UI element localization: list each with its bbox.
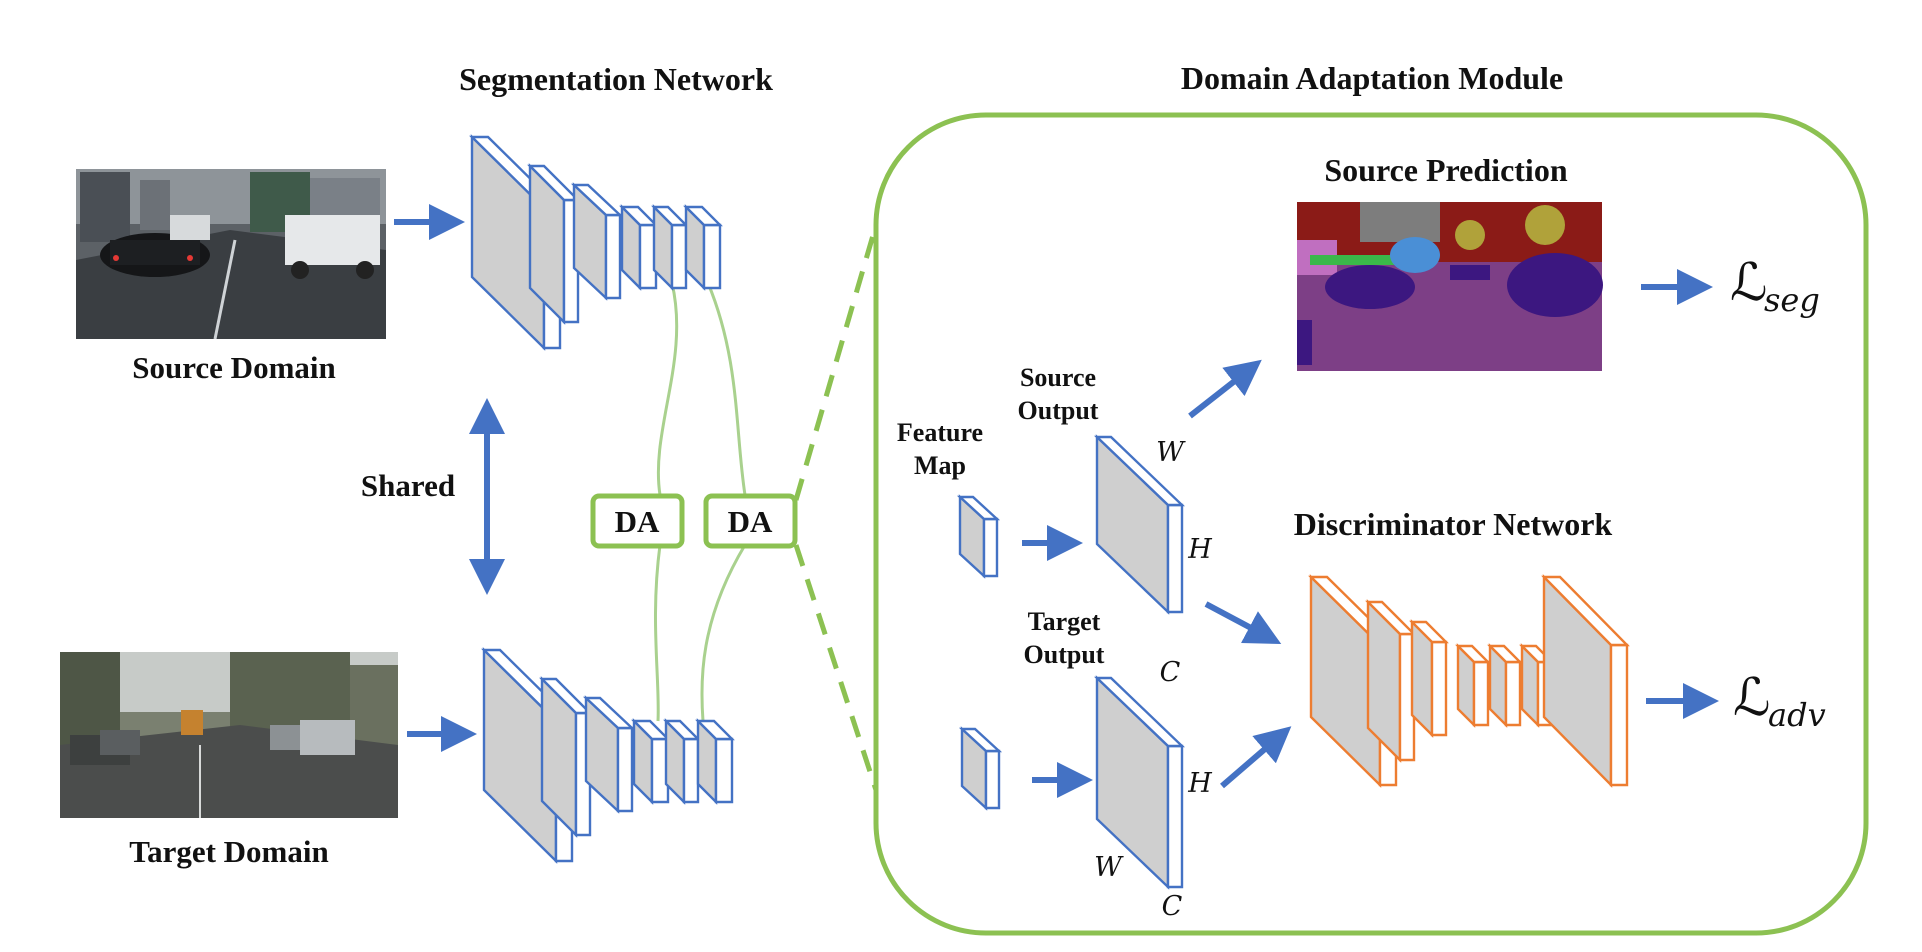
target-domain-label: Target Domain: [129, 834, 329, 869]
target-output-w-dim: W: [1094, 852, 1124, 883]
target-feature-map: [958, 726, 1003, 811]
seg-loss-subscript: seg: [1764, 281, 1820, 319]
target-output-to-discriminator-arrow: [1220, 726, 1292, 789]
target-output-label-line1: Target: [1028, 607, 1101, 636]
target-domain-image: [60, 652, 398, 818]
feature-map-label-line2: Map: [914, 451, 966, 480]
source-prediction-image: [1297, 202, 1603, 371]
seg-loss: ℒ seg: [1730, 253, 1820, 319]
da-label-1: DA: [615, 504, 660, 539]
source-output-tensor: [1094, 434, 1185, 615]
target-output-tensor: [1094, 675, 1185, 890]
da2-link-bottom: [700, 544, 747, 722]
da-label-2: DA: [728, 504, 773, 539]
shared-label: Shared: [361, 468, 455, 503]
source-segmentation-network: [469, 134, 723, 351]
target-segmentation-network: [481, 647, 735, 864]
da2-link-top: [706, 282, 747, 496]
source-output-to-discriminator-arrow: [1204, 601, 1282, 645]
adv-loss: ℒ adv: [1733, 668, 1826, 734]
segmentation-network-title: Segmentation Network: [459, 61, 773, 97]
da-block-1: DA: [590, 493, 685, 549]
seg-loss-symbol: ℒ: [1730, 253, 1767, 313]
source-output-h-dim: H: [1187, 534, 1212, 565]
source-domain-image: [76, 169, 386, 340]
source-output-w-dim: W: [1156, 437, 1186, 468]
target-output-label-line2: Output: [1024, 640, 1105, 669]
source-domain-label: Source Domain: [132, 350, 336, 385]
source-feature-map: [956, 494, 1001, 579]
zoom-line-bottom: [793, 544, 879, 791]
discriminator-network-title: Discriminator Network: [1294, 506, 1613, 542]
source-output-c-dim: C: [1160, 657, 1181, 688]
source-output-label-line1: Source: [1020, 363, 1096, 392]
target-output-c-dim: C: [1162, 891, 1183, 922]
domain-adaptation-frame: [873, 112, 1869, 936]
discriminator-network: [1308, 574, 1630, 788]
adv-loss-symbol: ℒ: [1733, 668, 1770, 728]
da1-link-bottom: [653, 544, 662, 722]
target-output-h-dim: H: [1187, 768, 1212, 799]
zoom-line-top: [793, 224, 879, 501]
source-output-to-prediction-arrow: [1188, 359, 1262, 419]
domain-adaptation-module-title: Domain Adaptation Module: [1181, 60, 1563, 96]
da1-link-top: [656, 282, 679, 496]
da-block-2: DA: [703, 493, 798, 549]
source-output-label-line2: Output: [1018, 396, 1099, 425]
source-prediction-title: Source Prediction: [1324, 152, 1567, 188]
adv-loss-subscript: adv: [1768, 696, 1826, 734]
feature-map-label-line1: Feature: [897, 418, 983, 447]
